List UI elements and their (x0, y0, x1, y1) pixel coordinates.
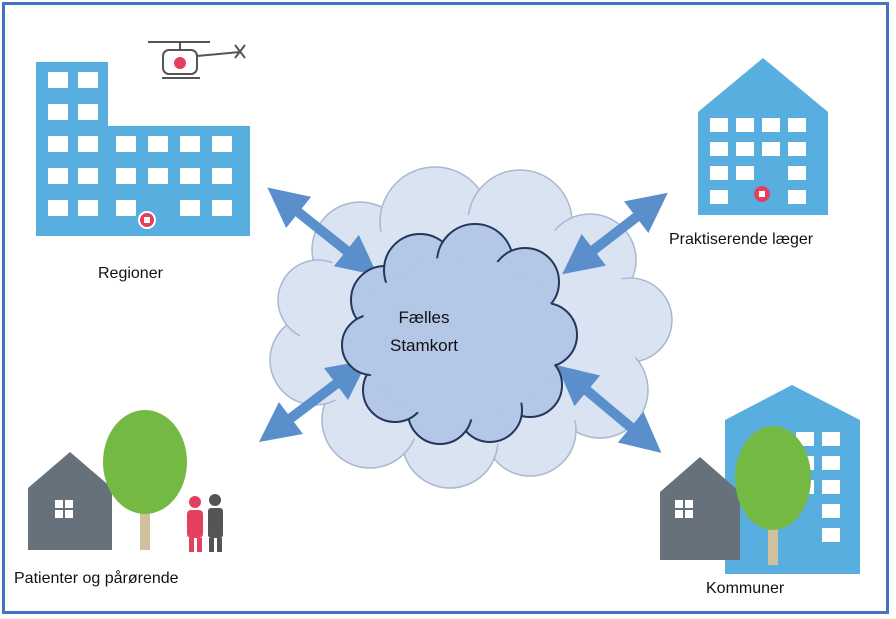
house-icon (660, 457, 740, 560)
hospital-building-icon (36, 62, 250, 236)
bidirectional-arrow-icon (259, 187, 668, 453)
elderly-couple-icon (187, 494, 223, 552)
clinic-building-icon (698, 58, 828, 215)
node-label-praktiserende: Praktiserende læger (669, 231, 814, 248)
node-label-regioner: Regioner (98, 265, 163, 282)
red-cross-icon (174, 57, 186, 69)
node-label-kommuner: Kommuner (706, 580, 785, 597)
inner-cloud-icon (341, 223, 578, 445)
helicopter-icon (148, 41, 246, 79)
tree-icon (735, 426, 811, 565)
tree-icon (103, 410, 187, 550)
center-label-line2: Stamkort (389, 336, 459, 355)
center-label-line1: Fælles (398, 308, 450, 327)
center-label: Fælles Stamkort (368, 304, 480, 360)
house-icon (28, 452, 112, 550)
node-label-patienter: Patienter og pårørende (14, 570, 179, 587)
